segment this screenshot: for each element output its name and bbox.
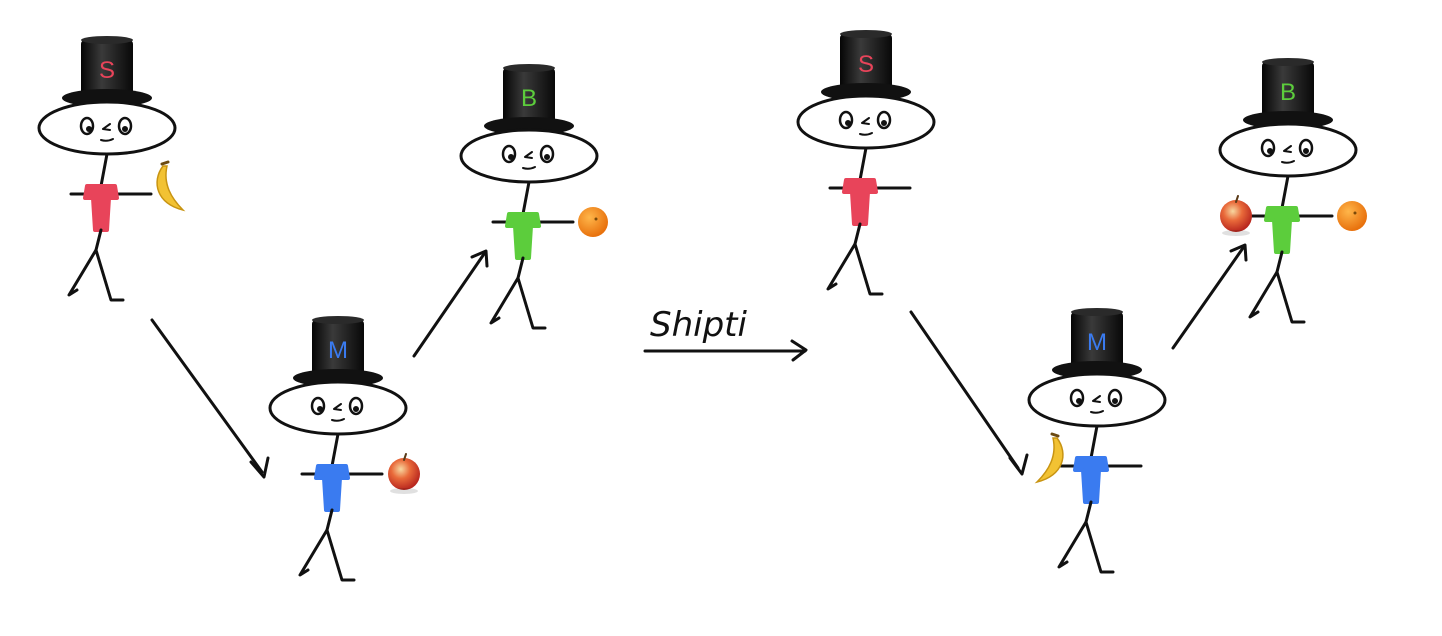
figure-m: M — [1027, 308, 1167, 574]
orange-icon — [1337, 201, 1367, 231]
hat-letter: S — [99, 57, 115, 84]
top-hat-icon: S — [821, 30, 911, 101]
shirt — [314, 464, 350, 512]
arrow-m-to-b-before — [412, 249, 489, 358]
top-hat-icon: S — [62, 36, 152, 107]
hat-letter: B — [521, 85, 537, 112]
face — [1069, 388, 1123, 414]
hat-letter: M — [328, 337, 348, 364]
shirt — [1073, 456, 1109, 504]
scene-before: S M B — [37, 36, 608, 582]
shirt — [1264, 206, 1300, 254]
apple-icon — [1220, 195, 1252, 236]
figure-m: M — [268, 316, 420, 582]
banana-icon — [1034, 432, 1064, 484]
shirt — [83, 184, 119, 232]
top-hat-icon: B — [1243, 58, 1333, 129]
orange-icon — [578, 207, 608, 237]
process-arrow: Shipti — [643, 305, 808, 362]
banana-icon — [156, 160, 186, 212]
apple-icon — [388, 453, 420, 494]
process-label: Shipti — [650, 305, 747, 345]
face — [1260, 138, 1314, 164]
hat-letter: M — [1087, 329, 1107, 356]
shirt — [505, 212, 541, 260]
arrow-s-to-m-before — [150, 318, 270, 479]
scene-after: S M B — [796, 30, 1367, 574]
figure-s: S — [796, 30, 936, 296]
hat-letter: S — [858, 51, 874, 78]
top-hat-icon: M — [293, 316, 383, 387]
arrow-s-to-m-after — [909, 310, 1029, 476]
face — [838, 110, 892, 136]
figure-b: B — [459, 64, 608, 330]
face — [310, 396, 364, 422]
shirt — [842, 178, 878, 226]
face — [79, 116, 133, 142]
top-hat-icon: M — [1052, 308, 1142, 379]
top-hat-icon: B — [484, 64, 574, 135]
arrow-m-to-b-after — [1171, 243, 1248, 350]
figure-b: B — [1218, 58, 1367, 324]
figure-s: S — [37, 36, 186, 302]
face — [501, 144, 555, 170]
hat-letter: B — [1280, 79, 1296, 106]
